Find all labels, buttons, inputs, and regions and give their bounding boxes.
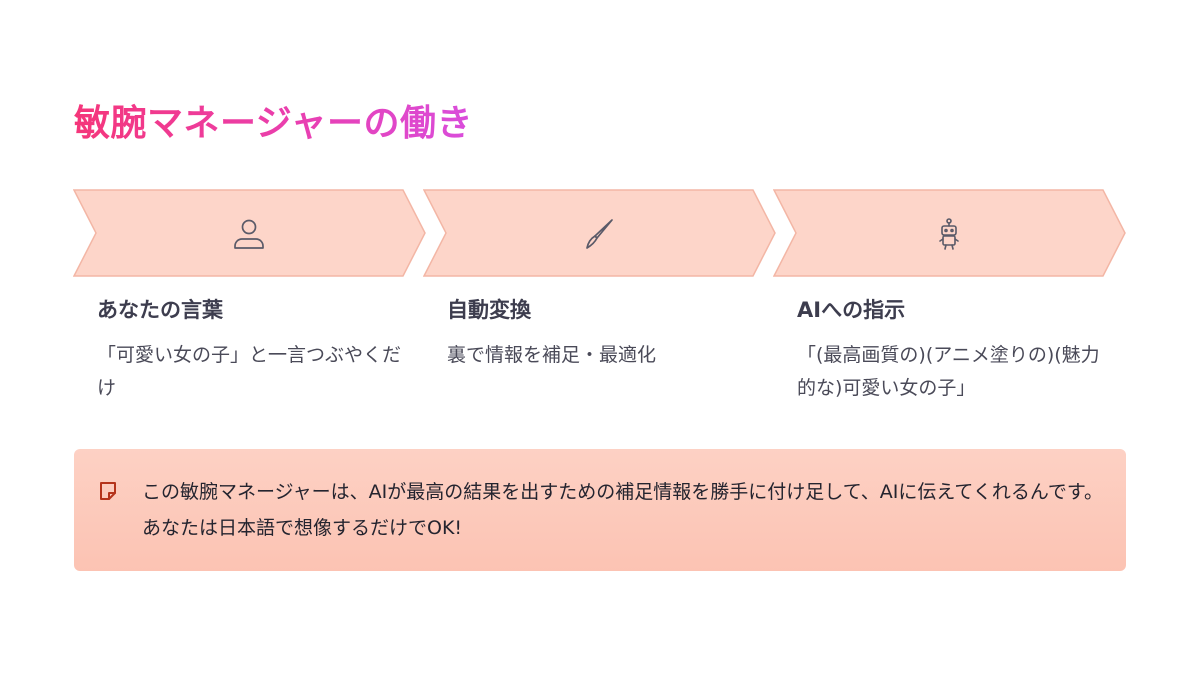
note-text: この敏腕マネージャーは、AIが最高の結果を出すための補足情報を勝手に付け足して、… [142, 481, 1103, 539]
step-description-3: 「(最高画質の)(アニメ塗りの)(魅力的な)可愛い女の子」 [797, 344, 1100, 399]
step-heading-3: AIへの指示 [797, 298, 906, 322]
brush-icon [579, 214, 619, 254]
sticky-note-icon [96, 479, 120, 503]
robot-icon [929, 214, 969, 254]
process-step-chevron-3 [773, 189, 1127, 277]
step-heading-2: 自動変換 [447, 298, 531, 322]
step-description-2: 裏で情報を補足・最適化 [447, 344, 657, 366]
person-icon [229, 214, 269, 254]
page-title: 敏腕マネージャーの働き [74, 100, 473, 148]
process-step-chevron-2 [423, 189, 777, 277]
step-heading-1: あなたの言葉 [97, 298, 223, 322]
note-callout: この敏腕マネージャーは、AIが最高の結果を出すための補足情報を勝手に付け足して、… [74, 449, 1126, 571]
step-description-1: 「可愛い女の子」と一言つぶやくだけ [97, 344, 402, 399]
